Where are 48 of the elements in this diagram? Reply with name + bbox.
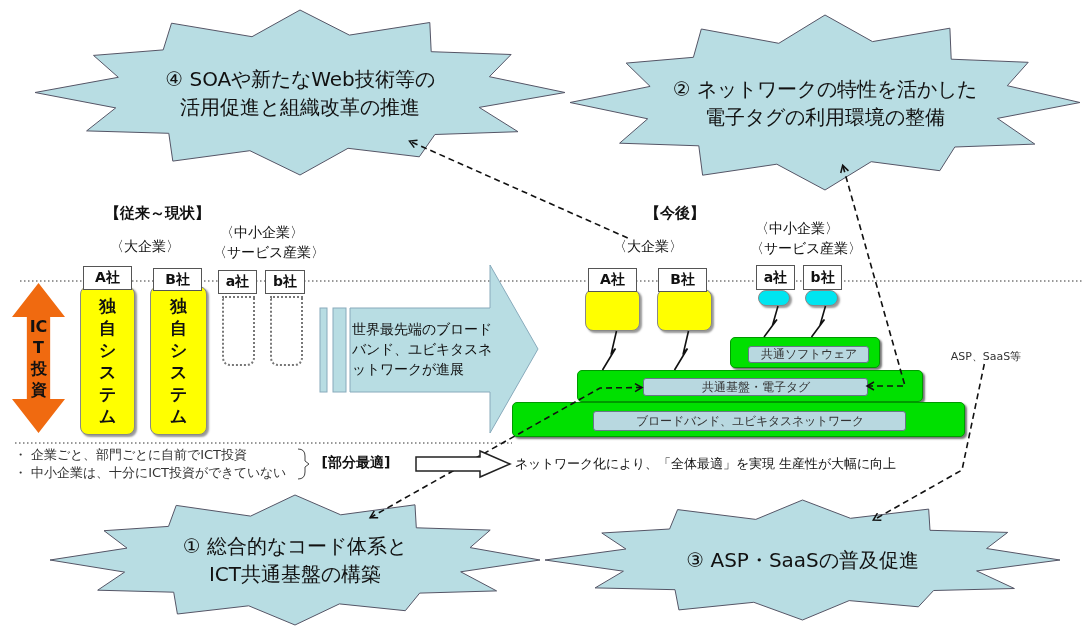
heading: 【今後】 <box>645 204 705 223</box>
lightning-connector <box>673 330 690 371</box>
system-box: 独自システム <box>150 286 207 435</box>
group-label: 〈大企業〉 <box>612 238 684 256</box>
company-label: a社 <box>218 270 257 294</box>
block-arrow <box>415 449 512 479</box>
group-label: 〈中小企業〉 <box>220 224 304 242</box>
dashed-arrow <box>408 139 629 239</box>
company-label: b社 <box>265 270 305 294</box>
bullet-note: ・ 企業ごと、部門ごとに自前でICT投資 <box>14 446 247 464</box>
placeholder-box <box>222 296 255 366</box>
starburst-callout: ① 総合的なコード体系とICT共通基盤の構築 <box>50 495 540 625</box>
company-label: b社 <box>803 265 842 290</box>
layer-label: 共通基盤・電子タグ <box>643 378 868 396</box>
company-label: B社 <box>153 268 202 291</box>
layer-label: 共通ソフトウェア <box>748 346 869 363</box>
lightning-connector <box>763 305 779 338</box>
group-label: 〈サービス産業〉 <box>750 240 862 258</box>
lightning-connector <box>601 330 618 371</box>
platform-layer <box>577 370 923 402</box>
dashed-arrow <box>872 363 986 521</box>
system-box <box>805 290 838 306</box>
group-label: 〈中小企業〉 <box>755 220 839 238</box>
bullet-note: ・ 中小企業は、十分にICT投資ができていない <box>14 464 286 482</box>
system-box <box>585 289 640 331</box>
placeholder-box <box>270 296 303 366</box>
system-box <box>657 289 712 331</box>
starburst-callout: ④ SOAや新たなWeb技術等の活用促進と組織改革の推進 <box>35 10 565 175</box>
note: ネットワーク化により、「全体最適」を実現 生産性が大幅に向上 <box>515 455 895 473</box>
company-label: B社 <box>658 268 707 292</box>
layer-label: ブロードバンド、ユビキタスネットワーク <box>593 411 906 431</box>
heading: 【従来～現状】 <box>105 204 210 223</box>
company-label: A社 <box>588 268 637 292</box>
platform-layer <box>730 337 880 368</box>
double-arrow: ICT投資 <box>12 283 65 433</box>
starburst-callout: ③ ASP・SaaSの普及促進 <box>545 500 1060 620</box>
platform-layer <box>512 402 965 437</box>
company-label: a社 <box>756 265 795 290</box>
lightning-connector <box>810 305 827 338</box>
group-label: 〈大企業〉 <box>110 238 180 256</box>
note: ASP、SaaS等 <box>950 348 1022 364</box>
company-label: A社 <box>83 266 132 290</box>
starburst-callout: ② ネットワークの特性を活かした電子タグの利用環境の整備 <box>570 15 1080 190</box>
system-box <box>758 290 790 306</box>
note: [部分最適] <box>316 453 396 473</box>
dashed-arrow <box>840 164 907 391</box>
group-label: 〈サービス産業〉 <box>213 244 325 262</box>
dashed-arrow <box>369 382 643 519</box>
